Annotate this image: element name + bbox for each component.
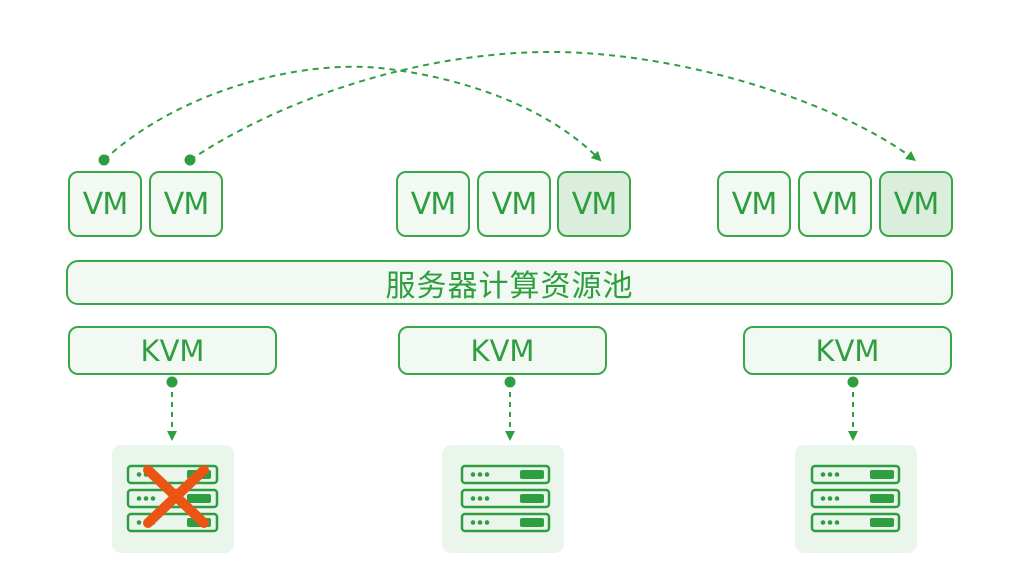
- host-connector-dot-2: [504, 376, 516, 388]
- host-connector-dot-3: [847, 376, 859, 388]
- server-tile: [795, 445, 917, 553]
- kvm-box: KVM: [398, 326, 607, 375]
- vm-box: VM: [149, 171, 223, 237]
- migration-origin-dot-vm1: [98, 154, 110, 166]
- server-rack-icon: [460, 464, 551, 533]
- vm-box: VM: [717, 171, 791, 237]
- vm-box: VM: [477, 171, 551, 237]
- migration-arrow-vm1: [103, 65, 602, 162]
- vm-box-migrated: VM: [557, 171, 631, 237]
- migration-origin-dot-vm2: [184, 154, 196, 166]
- vm-box: VM: [798, 171, 872, 237]
- server-rack-icon: [810, 464, 901, 533]
- kvm-box: KVM: [743, 326, 952, 375]
- vm-box: VM: [396, 171, 470, 237]
- server-tile: [442, 445, 564, 553]
- vm-box-migrated: VM: [879, 171, 953, 237]
- resource-pool-bar: 服务器计算资源池: [66, 260, 953, 305]
- kvm-box: KVM: [68, 326, 277, 375]
- server-tile-failed: [112, 445, 234, 553]
- migration-arrow-vm2: [189, 50, 916, 162]
- failure-x-icon: [143, 465, 209, 528]
- vm-box: VM: [68, 171, 142, 237]
- host-connector-dot-1: [166, 376, 178, 388]
